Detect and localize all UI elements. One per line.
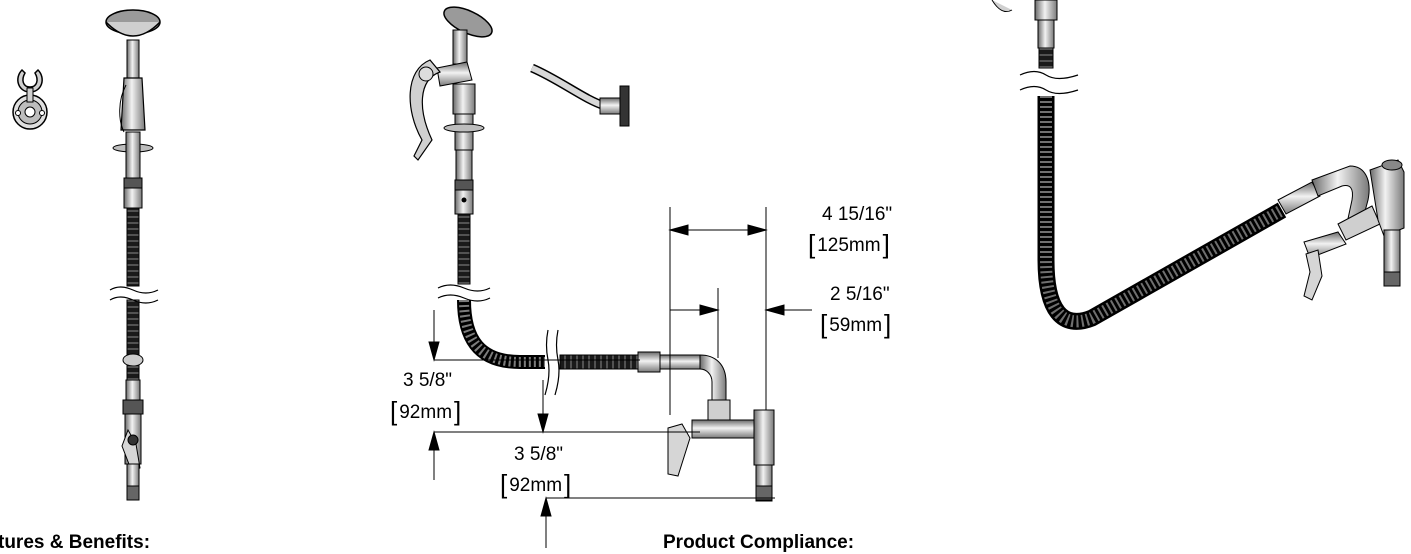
dim-width-a-imperial: 4 15/16": [822, 204, 893, 225]
dim-height-b-imperial: 3 5/8": [514, 444, 564, 465]
dim-height-a-metric: 92mm: [390, 399, 461, 423]
dim-height-a-imperial: 3 5/8": [403, 370, 453, 391]
wall-hook-icon: [12, 68, 48, 130]
features-heading: tures & Benefits:: [0, 532, 151, 553]
side-view-spray-valve: [409, 6, 775, 502]
dim-height-b-metric: 92mm: [500, 472, 571, 496]
wall-bracket-view: [530, 63, 630, 127]
dimension-lines: [428, 207, 812, 548]
dim-width-b-imperial: 2 5/16": [830, 284, 890, 305]
compliance-heading: Product Compliance:: [663, 532, 855, 553]
dim-width-a-metric: 125mm: [808, 232, 890, 256]
isometric-view-assembly: [991, 0, 1405, 330]
front-view-spray-valve: [105, 9, 161, 501]
dim-width-b-metric: 59mm: [820, 312, 891, 336]
